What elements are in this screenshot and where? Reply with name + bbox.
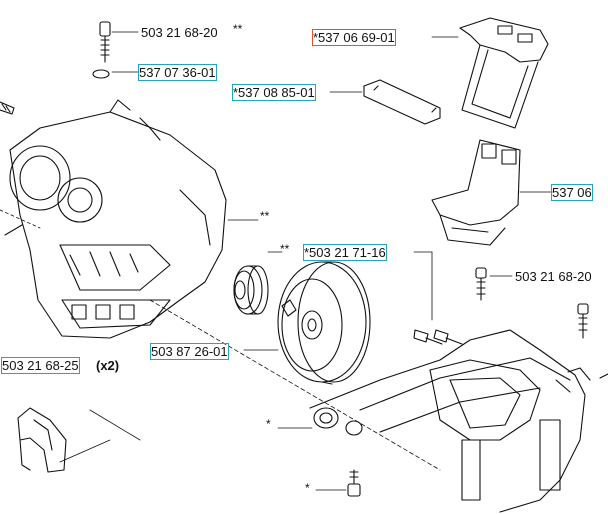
label-left-screw-qty: (x2) <box>96 358 120 373</box>
nut-icon <box>413 329 463 345</box>
label-nut: *503 21 71-16 <box>303 244 387 261</box>
bearing-icon <box>233 265 269 315</box>
top-screw-icon <box>99 21 111 63</box>
strip-icon <box>363 79 441 125</box>
bottom-bolt-icon <box>347 469 361 497</box>
left-screw-icon <box>0 101 15 115</box>
frame-icon <box>309 329 608 513</box>
label-top-screw-mark: ** <box>233 22 243 36</box>
label-top-screw: 503 21 68-20 <box>141 25 218 40</box>
label-clip: 537 07 36-01 <box>138 64 217 81</box>
label-guard: 537 06 <box>551 184 593 201</box>
housing-icon <box>4 99 227 339</box>
far-right-screw-icon <box>577 303 589 339</box>
lower-left-bracket-icon <box>17 407 67 473</box>
label-bracket: *537 06 69-01 <box>312 29 396 46</box>
label-left-screw: 503 21 68-25 <box>1 357 80 374</box>
label-housing-mark: ** <box>260 209 270 223</box>
label-mark-a: * <box>266 417 271 431</box>
guard-icon <box>431 139 521 246</box>
clip-icon <box>92 69 110 79</box>
label-clutch-drum: 503 87 26-01 <box>150 343 229 360</box>
label-right-screw: 503 21 68-20 <box>515 269 592 284</box>
right-screw-icon <box>475 267 487 301</box>
clutch-drum-icon <box>277 261 371 385</box>
label-mark-b: * <box>305 481 310 495</box>
bracket-icon <box>459 17 549 129</box>
leader-lines <box>0 31 553 491</box>
label-strip: *537 08 85-01 <box>232 84 316 101</box>
label-bearing-mark: ** <box>280 242 290 256</box>
